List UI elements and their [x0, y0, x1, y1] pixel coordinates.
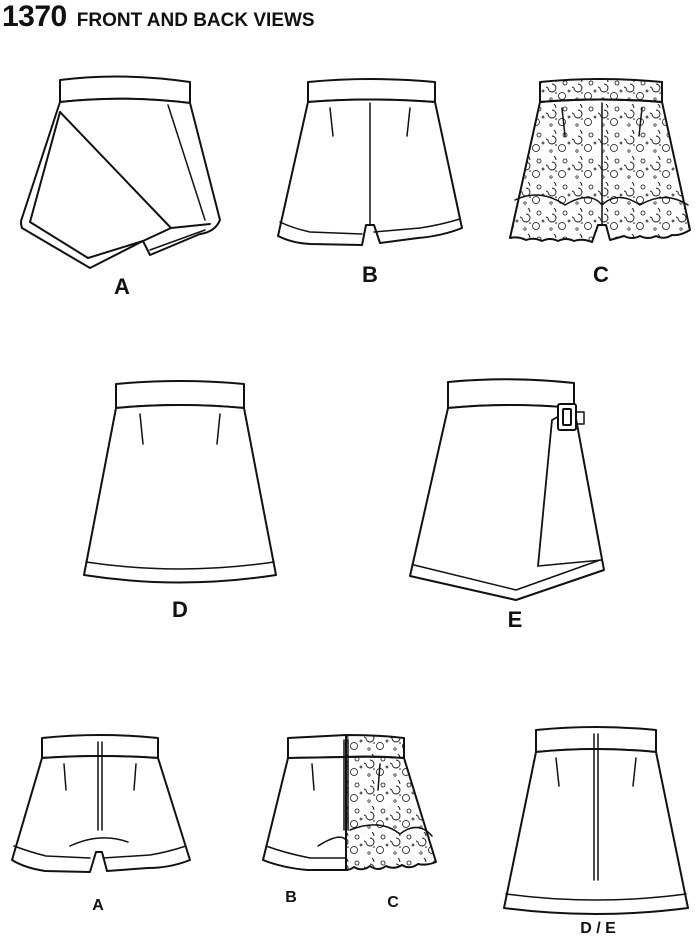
view-label-d: D — [172, 597, 188, 622]
view-b-front-shorts — [277, 78, 463, 246]
view-c-front-lace-shorts — [509, 78, 691, 243]
views-title: FRONT AND BACK VIEWS — [76, 10, 315, 31]
view-d-front-skirt — [83, 380, 277, 584]
pattern-number: 1370 — [2, 0, 67, 33]
back-view-label-b: B — [285, 889, 297, 906]
back-view-label-c: C — [387, 894, 399, 911]
view-label-c: C — [593, 262, 609, 287]
header: 1370 FRONT AND BACK VIEWS — [0, 0, 315, 36]
view-label-e: E — [507, 607, 523, 632]
back-view-label-de: D / E — [580, 920, 616, 937]
view-bc-back-shorts — [262, 734, 437, 871]
back-view-label-a: A — [92, 897, 104, 914]
view-label-b: B — [362, 262, 378, 287]
view-e-front-wrap-skirt — [409, 378, 605, 601]
view-de-back-skirt — [503, 726, 689, 915]
view-a-front-skort — [20, 75, 221, 269]
view-label-a: A — [114, 274, 130, 299]
view-a-back-shorts — [11, 734, 191, 873]
